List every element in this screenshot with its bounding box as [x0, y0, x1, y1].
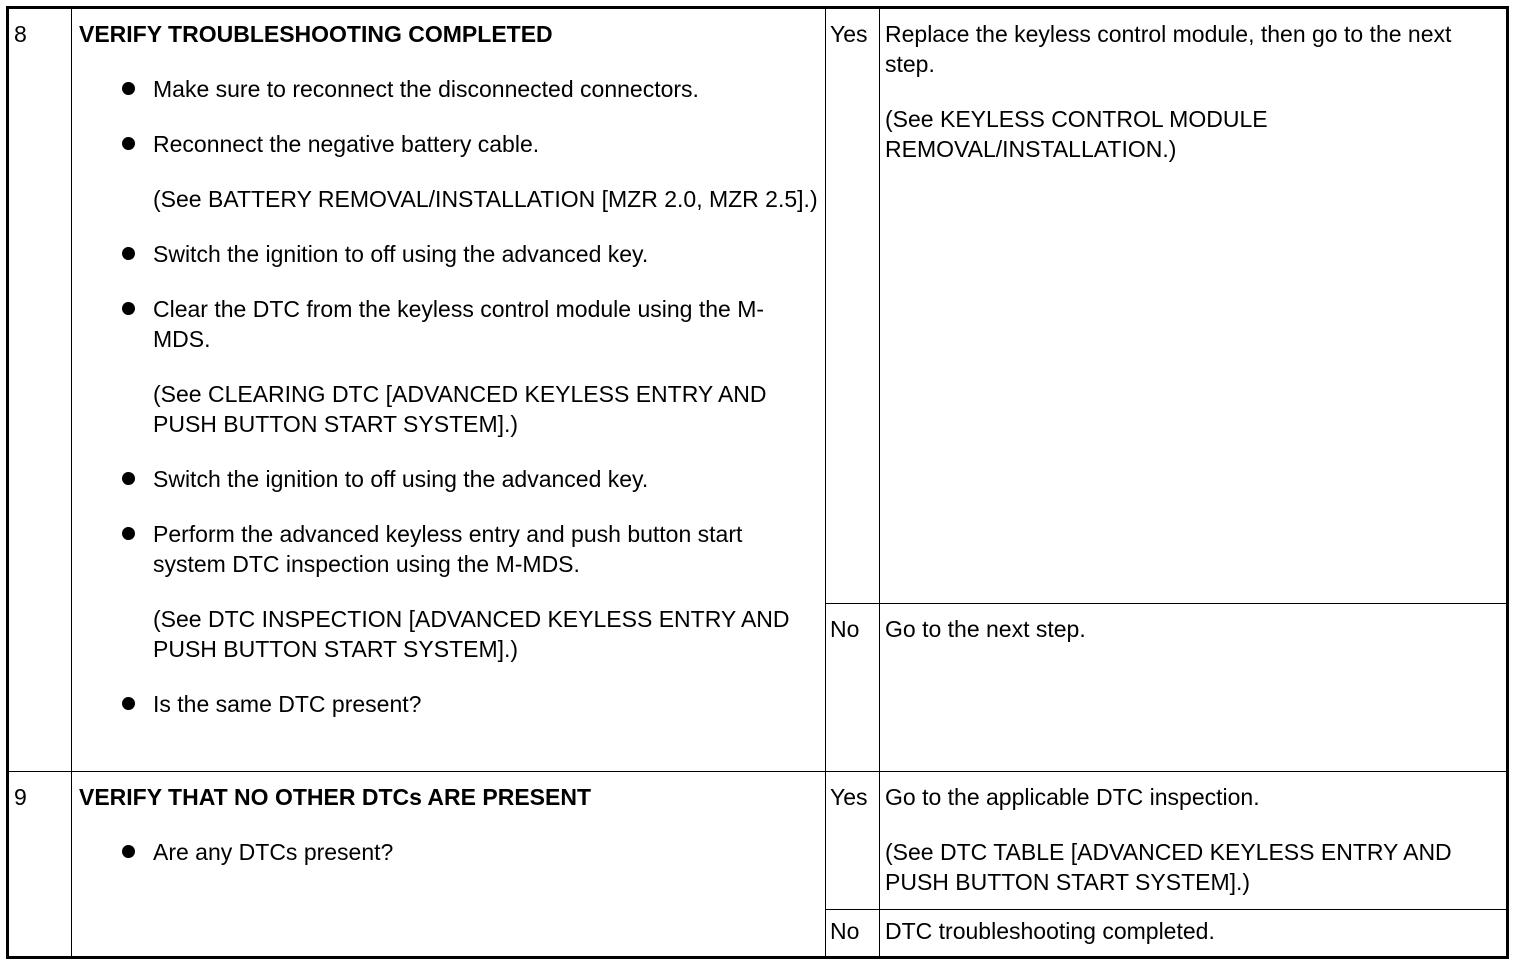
result-yes: Yes	[825, 771, 880, 910]
remedy-yes: Replace the keyless control module, then…	[879, 7, 1508, 604]
remedy-yes: Go to the applicable DTC inspection. (Se…	[879, 771, 1508, 910]
bullet-item: Switch the ignition to off using the adv…	[79, 239, 819, 269]
bullet-icon	[122, 697, 135, 710]
remedy-no: DTC troubleshooting completed.	[879, 909, 1508, 958]
step-9-action-cell: VERIFY THAT NO OTHER DTCs ARE PRESENT Ar…	[71, 771, 826, 958]
page: 8 VERIFY TROUBLESHOOTING COMPLETED Make …	[6, 6, 1509, 959]
bullet-icon	[122, 302, 135, 315]
step-number: 8	[7, 7, 72, 772]
result-no: No	[825, 909, 880, 958]
remedy-action: Replace the keyless control module, then…	[885, 21, 1452, 77]
step-8-row-yes: 8 VERIFY TROUBLESHOOTING COMPLETED Make …	[7, 7, 1508, 772]
remedy-action: Go to the applicable DTC inspection.	[885, 784, 1260, 810]
remedy-reference: (See KEYLESS CONTROL MODULE REMOVAL/INST…	[885, 106, 1268, 162]
remedy-no: Go to the next step.	[879, 603, 1508, 772]
bullet-item: Clear the DTC from the keyless control m…	[79, 294, 819, 354]
result-no: No	[825, 603, 880, 772]
bullet-icon	[122, 472, 135, 485]
bullet-item: Switch the ignition to off using the adv…	[79, 464, 819, 494]
result-yes: Yes	[825, 7, 880, 604]
step-8-action-cell: VERIFY TROUBLESHOOTING COMPLETED Make su…	[71, 7, 826, 772]
reference-note: (See DTC INSPECTION [ADVANCED KEYLESS EN…	[153, 606, 790, 662]
bullet-icon	[122, 247, 135, 260]
remedy-action: Go to the next step.	[885, 616, 1086, 642]
bullet-icon	[122, 527, 135, 540]
step-title: VERIFY THAT NO OTHER DTCs ARE PRESENT	[79, 784, 592, 810]
remedy-action: DTC troubleshooting completed.	[885, 918, 1215, 944]
reference-note: (See CLEARING DTC [ADVANCED KEYLESS ENTR…	[153, 381, 767, 437]
step-title: VERIFY TROUBLESHOOTING COMPLETED	[79, 21, 553, 47]
bullet-item: Is the same DTC present?	[79, 689, 819, 719]
bullet-item: Perform the advanced keyless entry and p…	[79, 519, 819, 579]
step-9-bullet-list: Are any DTCs present?	[79, 837, 819, 867]
bullet-icon	[122, 82, 135, 95]
step-9-row-yes: 9 VERIFY THAT NO OTHER DTCs ARE PRESENT …	[7, 771, 1508, 958]
reference-note: (See BATTERY REMOVAL/INSTALLATION [MZR 2…	[153, 186, 818, 212]
bullet-item: Reconnect the negative battery cable.	[79, 129, 819, 159]
bullet-icon	[122, 137, 135, 150]
bullet-item: Are any DTCs present?	[79, 837, 819, 867]
step-8-row-no: No Go to the next step.	[8, 603, 1508, 772]
step-number: 9	[7, 771, 72, 958]
troubleshooting-table: 8 VERIFY TROUBLESHOOTING COMPLETED Make …	[6, 6, 1509, 959]
step-8-bullet-list: Make sure to reconnect the disconnected …	[79, 74, 819, 159]
bullet-icon	[122, 845, 135, 858]
remedy-reference: (See DTC TABLE [ADVANCED KEYLESS ENTRY A…	[885, 839, 1452, 895]
bullet-item: Make sure to reconnect the disconnected …	[79, 74, 819, 104]
